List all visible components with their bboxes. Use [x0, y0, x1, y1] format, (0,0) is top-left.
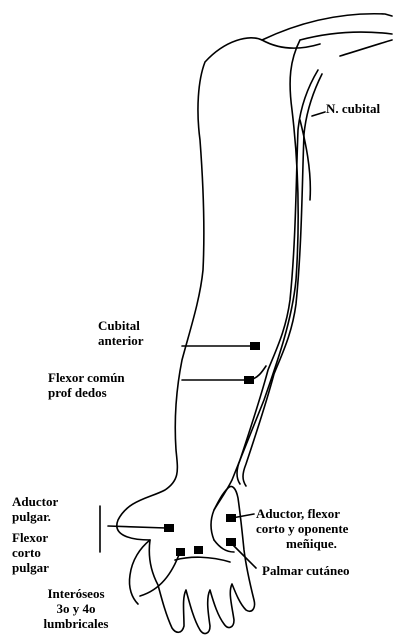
label-aductor-menique: Aductor, flexor corto y oponente meñique…	[256, 506, 348, 551]
label-flexor-comun: Flexor común prof dedos	[48, 370, 125, 400]
electrode-aductor-pulgar	[164, 524, 174, 532]
label-flexor-corto-pulgar: Flexor corto pulgar	[12, 530, 49, 575]
electrode-aductor-menique	[226, 514, 236, 522]
electrode-palmar-cutaneo	[226, 538, 236, 546]
electrode-cubital-anterior	[250, 342, 260, 350]
arm-outline-outer	[117, 14, 392, 540]
ulnar-nerve-line-a	[237, 70, 318, 484]
label-cubital-anterior: Cubital anterior	[98, 318, 143, 348]
hand-outline	[149, 486, 254, 633]
leader-n-cubital	[312, 112, 325, 116]
leader-aductor-pulgar	[100, 506, 166, 552]
electrode-interoseos-1	[176, 548, 185, 556]
label-interoseos: Interóseos 3o y 4o lumbricales	[16, 586, 136, 631]
label-n-cubital: N. cubital	[326, 101, 380, 116]
shoulder-fold	[262, 40, 392, 56]
label-palmar-cutaneo: Palmar cutáneo	[262, 563, 350, 578]
label-aductor-pulgar: Aductor pulgar.	[12, 494, 58, 524]
electrode-flexor-comun	[244, 376, 254, 384]
electrode-interoseos-2	[194, 546, 203, 554]
